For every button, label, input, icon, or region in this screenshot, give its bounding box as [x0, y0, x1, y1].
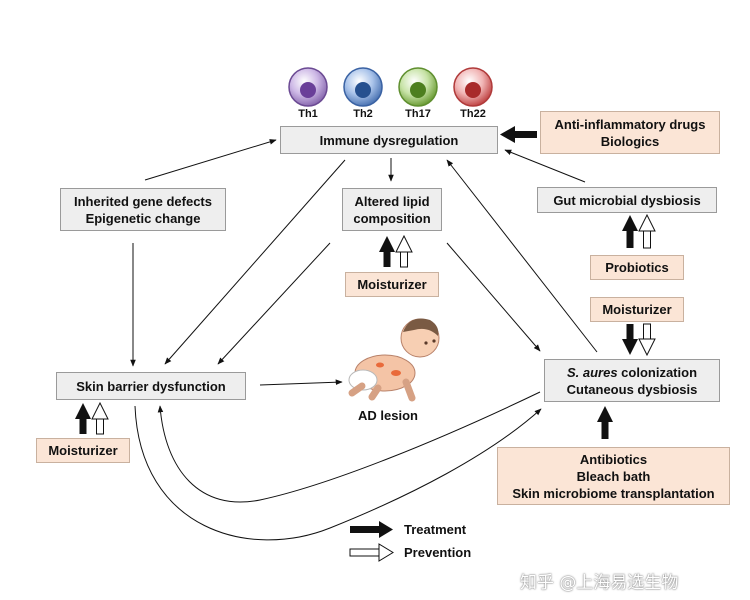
th22-cell-icon: [453, 67, 493, 107]
treatment-arrow-anti-inflammatory: [500, 126, 537, 143]
arrow-barrier-to-ad: [259, 379, 343, 386]
arrow-saureus-to-immune: [446, 159, 598, 353]
microbiome-transplant-text: Skin microbiome transplantation: [512, 485, 715, 501]
anti-inflammatory-text: Anti-inflammatory drugs: [554, 116, 706, 132]
antibiotics-text: Antibiotics: [579, 451, 648, 467]
immune-dysregulation-text: Immune dysregulation: [319, 132, 459, 148]
anti-inflammatory-box: Anti-inflammatory drugs Biologics: [540, 111, 720, 154]
biologics-text: Biologics: [600, 133, 660, 149]
altered-lipid-text: Altered lipid: [354, 193, 430, 209]
altered-lipid-box: Altered lipid composition: [342, 188, 442, 231]
moisturizer-lipid-text: Moisturizer: [357, 277, 427, 292]
th1-label: Th1: [298, 108, 318, 120]
saureus-species-text: S. aures: [566, 364, 618, 380]
lipid-composition-text: composition: [353, 210, 431, 226]
th22-label: Th22: [460, 108, 486, 120]
moisturizer-right-arrows: [622, 323, 656, 357]
probiotics-arrows: [622, 213, 656, 249]
skin-barrier-box: Skin barrier dysfunction: [56, 372, 246, 400]
arrow-lipid-to-barrier: [217, 242, 331, 365]
inherited-gene-box: Inherited gene defects Epigenetic change: [60, 188, 226, 231]
moisturizer-lipid-arrows: [379, 234, 413, 268]
arrow-saureus-to-barrier-curve: [157, 391, 541, 503]
arrow-lipid-to-saureus: [446, 242, 541, 352]
legend-treatment-label: Treatment: [404, 522, 467, 537]
inherited-gene-text: Inherited gene defects: [74, 193, 212, 209]
th17-cell-icon: [398, 67, 438, 107]
legend-treatment-icon: [350, 521, 393, 538]
colonization-text: colonization: [617, 364, 698, 380]
saureus-colonization-box: S. aures colonization Cutaneous dysbiosi…: [544, 359, 720, 402]
skin-barrier-text: Skin barrier dysfunction: [76, 378, 226, 394]
bleach-bath-text: Bleach bath: [576, 468, 651, 484]
arrow-immune-to-barrier: [164, 159, 346, 365]
gut-dysbiosis-box: Gut microbial dysbiosis: [537, 187, 717, 213]
probiotics-text: Probiotics: [605, 260, 669, 275]
th2-cell-icon: [343, 67, 383, 107]
moisturizer-lipid-box: Moisturizer: [345, 272, 439, 297]
arrow-gut-to-immune: [504, 149, 586, 183]
epigenetic-change-text: Epigenetic change: [85, 210, 201, 226]
antibiotics-box: Antibiotics Bleach bath Skin microbiome …: [497, 447, 730, 505]
moisturizer-left-text: Moisturizer: [48, 443, 118, 458]
th17-label: Th17: [405, 108, 431, 120]
gut-dysbiosis-text: Gut microbial dysbiosis: [553, 192, 701, 208]
moisturizer-left-arrows: [75, 401, 109, 435]
watermark-text: 知乎 @上海易选生物: [520, 573, 679, 593]
moisturizer-left-box: Moisturizer: [36, 438, 130, 463]
legend-prevention-label: Prevention: [404, 545, 472, 560]
arrow-inherited-to-immune: [144, 139, 277, 181]
baby-crawling-icon: [348, 318, 440, 402]
legend-prevention-icon: [349, 543, 394, 562]
arrow-barrier-to-saureus-curve: [134, 405, 542, 541]
saureus-colonization-text: S. aures colonization: [567, 364, 697, 381]
ad-lesion-label: AD lesion: [358, 408, 418, 423]
immune-dysregulation-box: Immune dysregulation: [280, 126, 498, 154]
probiotics-box: Probiotics: [590, 255, 684, 280]
th1-cell-icon: [288, 67, 328, 107]
th2-label: Th2: [353, 108, 373, 120]
cutaneous-dysbiosis-text: Cutaneous dysbiosis: [566, 381, 698, 397]
antibiotics-arrow: [597, 406, 613, 439]
moisturizer-right-box: Moisturizer: [590, 297, 684, 322]
moisturizer-right-text: Moisturizer: [602, 302, 672, 317]
